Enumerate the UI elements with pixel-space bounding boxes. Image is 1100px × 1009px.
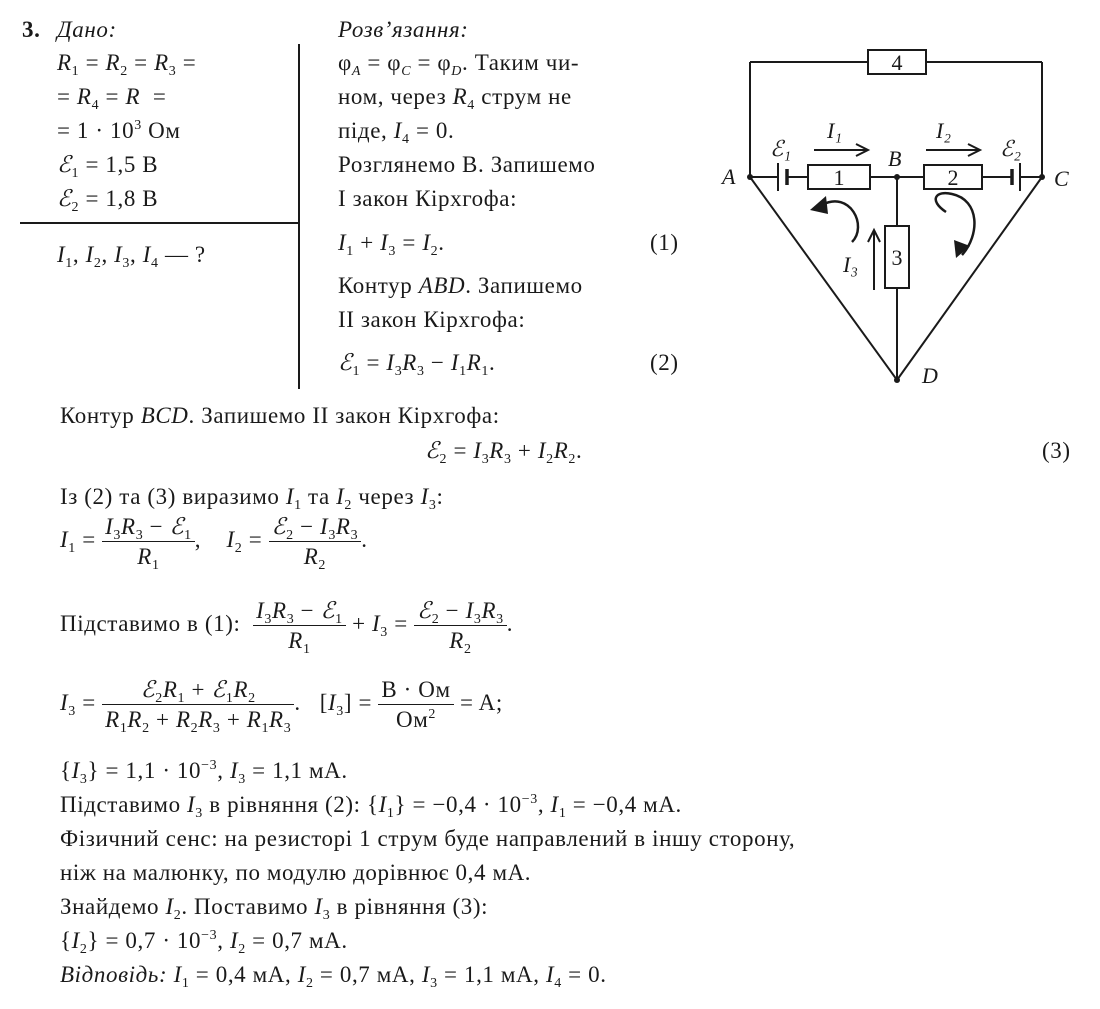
problem-number: 3. (22, 17, 41, 42)
equation-2: ℰ1 = I3R3 − I1R1. (338, 350, 496, 379)
solution-line-5: I закон Кірхгофа: (338, 186, 518, 211)
equation-1-number: (1) (650, 230, 679, 255)
resistor-4-label: 4 (892, 50, 903, 75)
i3-label: I₃ (842, 252, 858, 277)
loop-bcd-arrowhead-icon (954, 240, 970, 258)
i1-label: I₁ (826, 118, 842, 143)
i2-value: {I2} = 0,7 · 10−3, I2 = 0,7 мА. (60, 928, 348, 957)
solution-line-4: Розглянемо B. Запишемо (338, 152, 596, 177)
resistor-4 (867, 49, 927, 75)
solution-title: Розв’язання: (338, 17, 469, 42)
given-divider (20, 222, 298, 224)
i2-arrowhead-icon (967, 143, 983, 157)
given-line-1: R1 = R2 = R3 = (57, 50, 197, 79)
resistor-1-label: 1 (834, 165, 845, 190)
given-line-2: = R4 = R = (57, 84, 167, 113)
node-a-dot (747, 174, 753, 180)
find-i2-line: Знайдемо I2. Поставимо I3 в рівняння (3)… (60, 894, 489, 923)
express-line: Із (2) та (3) виразимо I1 та I2 через I3… (60, 484, 444, 513)
solution-line-1: φA = φC = φD. Таким чи- (338, 50, 580, 79)
resistor-3-label: 3 (892, 245, 903, 270)
given-vertical-rule (298, 44, 300, 389)
solution-line-2: ном, через R4 струм не (338, 84, 572, 113)
equation-1: I1 + I3 = I2. (338, 230, 445, 259)
node-d-dot (894, 377, 900, 383)
law-2-line: II закон Кірхгофа: (338, 307, 526, 332)
substitute-label: Підставимо в (1): (60, 610, 241, 636)
wire-c-d (896, 176, 1043, 381)
equation-2-number: (2) (650, 350, 679, 375)
contour-bcd-line: Контур BCD. Запишемо II закон Кірхгофа: (60, 403, 500, 428)
node-b-dot (894, 174, 900, 180)
i1-arrowhead-icon (855, 143, 871, 157)
wire-a-d (749, 176, 898, 381)
equation-3-number: (3) (1042, 438, 1071, 463)
answer-line: Відповідь: I1 = 0,4 мА, I2 = 0,7 мА, I3 … (60, 962, 607, 991)
resistor-2-label: 2 (948, 165, 959, 190)
substitute-i3-line: Підставимо I3 в рівняння (2): {I1} = −0,… (60, 792, 682, 821)
given-find: I1, I2, I3, I4 — ? (57, 242, 206, 271)
i3-arrowhead-icon (867, 227, 881, 243)
loop-abd-arrow-icon (821, 200, 860, 243)
e1-label: ℰ₁ (770, 136, 791, 161)
physical-meaning-2: ніж на малюнку, по модулю дорівнює 0,4 м… (60, 860, 532, 885)
contour-abd-line: Контур ABD. Запишемо (338, 273, 583, 298)
given-title: Дано: (57, 17, 117, 42)
node-a-label: A (720, 164, 736, 189)
e2-label: ℰ₂ (1000, 136, 1021, 161)
i3-value: {I3} = 1,1 · 10−3, I3 = 1,1 мА. (60, 758, 348, 787)
node-c-dot (1039, 174, 1045, 180)
loop-abd-arrowhead-icon (810, 196, 828, 214)
node-c-label: C (1054, 166, 1069, 191)
circuit-diagram: 4 1 2 3 A B C D I₁ I₂ I₃ ℰ₁ ℰ₂ (720, 49, 1069, 388)
loop-bcd-arrow-icon (934, 191, 976, 256)
answer-label: Відповідь: (60, 962, 168, 987)
equation-3: ℰ2 = I3R3 + I2R2. (425, 438, 583, 467)
physical-meaning-1: Фізичний сенс: на резисторі 1 струм буде… (60, 826, 796, 851)
given-line-5: ℰ2 = 1,8 В (57, 186, 159, 215)
given-line-3: = 1 · 103 Ом (57, 118, 181, 143)
i2-label: I₂ (935, 118, 951, 143)
node-d-label: D (921, 363, 938, 388)
given-line-4: ℰ1 = 1,5 В (57, 152, 159, 181)
node-b-label: B (888, 146, 901, 171)
solution-line-3: піде, I4 = 0. (338, 118, 455, 147)
